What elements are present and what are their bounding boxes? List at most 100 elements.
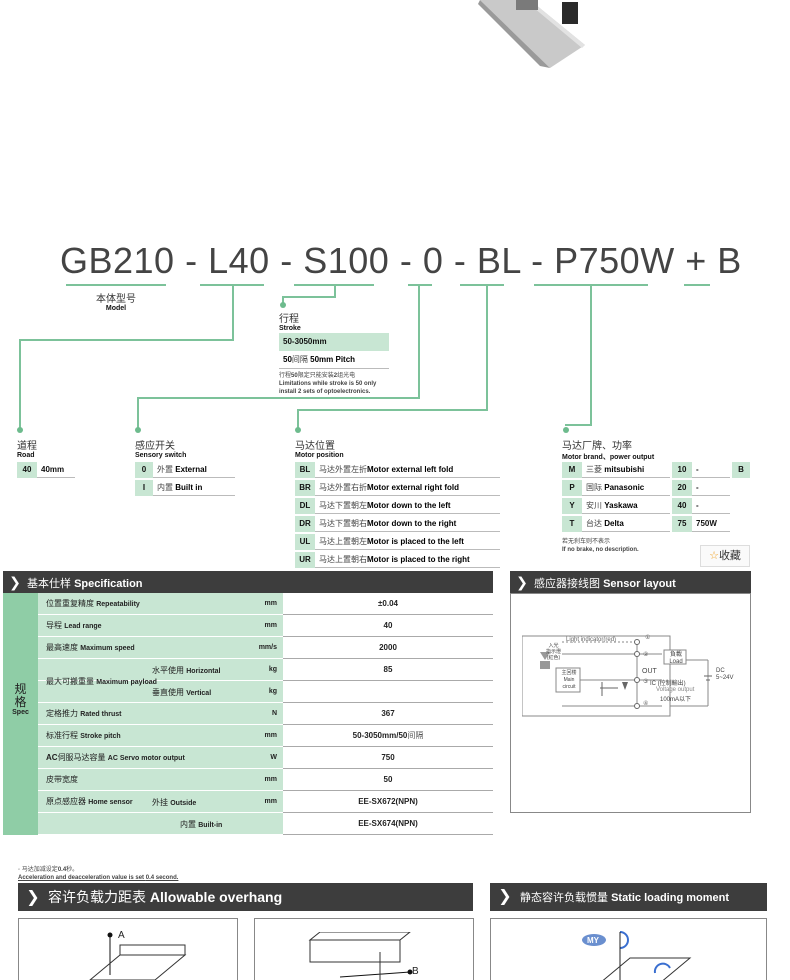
opt-en: External [175,465,207,474]
spec-header: ❯基本仕样 Specification [3,571,493,593]
connector-dot [280,302,286,308]
spec-unit: W [270,754,277,761]
stroke-pitch-en: 50mm Pitch [310,355,356,364]
sensor-switch-label-en: Sensory switch [135,452,187,459]
spec-label-cn: 皮带宽度 [46,775,78,784]
spec-label-en: Maximum speed [80,645,135,652]
spec-value: 40 [283,615,493,637]
spec-side-en: Spec [12,709,29,716]
connector-position [297,409,488,411]
power-value: - [692,498,730,514]
spec-label: 定格推力 Rated thrust [38,703,283,725]
stroke-note-cn: 行程50限定只能安装2组光电 [279,372,376,380]
stroke-label-cn: 行程 [279,314,299,325]
motor-position-code: DR [295,516,315,532]
note-part: 2 [333,373,338,379]
motor-position-code: UR [295,552,315,568]
code-sep: - [399,240,413,281]
spec-value-text: 367 [381,709,395,718]
spec-label-en: AC Servo motor output [107,755,185,762]
spec-value: EE-SX672(NPN) [283,791,493,813]
pin-4: ④ [643,701,649,707]
main-en2: circuit [562,684,576,690]
connector-road [19,339,21,429]
power-code: 20 [672,480,692,496]
motor-position-code: UL [295,534,315,550]
spec-value: ±0.04 [283,593,493,615]
underline-sensor [408,284,432,286]
connector-motor [565,424,592,426]
spec-label-en: Stroke pitch [80,733,121,740]
arrow-icon: ❯ [26,889,40,906]
spec-label-en: Rated thrust [80,711,122,718]
out-label: OUT [642,668,657,675]
road-label: 道程 Road [17,437,37,459]
code-sep: - [185,240,198,281]
spec-value-text: 750 [381,753,395,762]
spec-row: EE-SX674(NPN) [38,813,493,835]
builtin-en: Built-in [198,822,223,829]
brake-note-cn: 若无刹车则不表示 [562,539,611,545]
motor-position-option: 马达上置朝右Motor is placed to the right [315,552,500,568]
motor-position-code: BL [295,462,315,478]
builtin-label: 内置 Built-in [180,819,222,830]
opt-cn: 内置 [157,483,173,492]
opt-cn: 马达外置右折 [319,483,367,492]
spec-label-cn: 标准行程 [46,731,78,740]
spec-value-text: 50 [383,775,393,784]
sensor-wiring-diagram [522,635,712,717]
vertical-label: 垂直使用 Vertical [152,687,211,698]
ic: IC [650,681,656,687]
opt-cn: 马达下置朝左 [319,501,367,510]
pin-2: ② [643,652,649,658]
motor-brand-code: Y [562,498,582,514]
builtin-cn: 内置 [180,820,196,829]
overhang-diagram-b [308,932,413,980]
underline-brake [684,284,710,286]
motor-position-code: BR [295,480,315,496]
sensor-switch-label: 感应开关 Sensory switch [135,437,186,459]
code-sep: - [531,240,544,281]
overhang-header: ❯容许负载力距表 Allowable overhang [18,883,473,911]
code-sep: - [280,240,293,281]
spec-label-cn: 定格推力 [46,709,78,718]
spec-label: 最高速度 Maximum speed [38,637,283,659]
spec-unit: N [271,710,277,717]
road-code: 40 [17,462,37,478]
spec-unit: mm [264,798,277,805]
spec-value-text: 2000 [379,643,397,652]
opt-cn: 马达上置朝左 [319,537,367,546]
spec-label-en: Lead range [64,623,102,630]
spec-label-prefix: AC [46,753,58,762]
motor-position-option: 马达上置朝左Motor is placed to the left [315,534,500,550]
stroke-label: 行程 Stroke [279,310,301,332]
opt-en: Panasonic [604,483,645,492]
favorite-button[interactable]: ☆收藏 [700,545,750,567]
accel-note-cn: ◦ 马达加减设定0.4秒。 [18,867,79,873]
product-photo [478,0,585,68]
sensor-layout-header-cn: 感应器接线图 [534,578,600,590]
model-code: GB210 - L40 - S100 - 0 - BL - P750W + B [60,240,742,282]
overhang-panel-a [18,918,238,980]
spec-value-text: ±0.04 [378,599,398,608]
accel-note: ◦ 马达加减设定0.4秒。 Acceleration and deacceler… [18,866,178,882]
static-moment-header-cn: 静态容许负载惯量 [520,892,608,904]
spec-value-text: 85 [383,665,393,674]
overhang-label-b: B [412,966,419,977]
static-moment-diagram [582,931,692,980]
overhang-panel-b [254,918,474,980]
main-cn: 主回楼 [561,670,577,676]
opt-en: Motor is placed to the right [367,555,470,564]
sensor-option: 外置 External [153,462,235,478]
arrow-icon: ❯ [9,574,21,590]
in-b: 指示燈 [546,649,562,655]
main-circuit-label: 主回楼 Main circuit [557,670,581,691]
spec-label-cn: 导程 [46,621,62,630]
opt-en: Delta [604,519,624,528]
spec-header-cn: 基本仕样 [27,578,71,590]
spec-value-text: 40 [383,621,393,630]
connector-stroke [282,296,284,306]
